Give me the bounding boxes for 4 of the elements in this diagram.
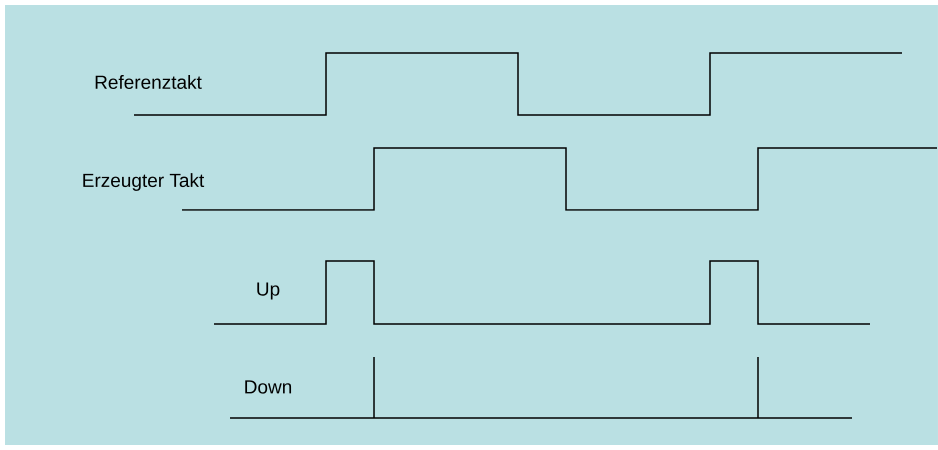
signal-label: Down: [245, 380, 292, 394]
signal-label: Erzeugter Takt: [83, 173, 204, 191]
signal-label: Referenztakt: [96, 75, 202, 89]
signal-label: Up: [257, 282, 280, 300]
